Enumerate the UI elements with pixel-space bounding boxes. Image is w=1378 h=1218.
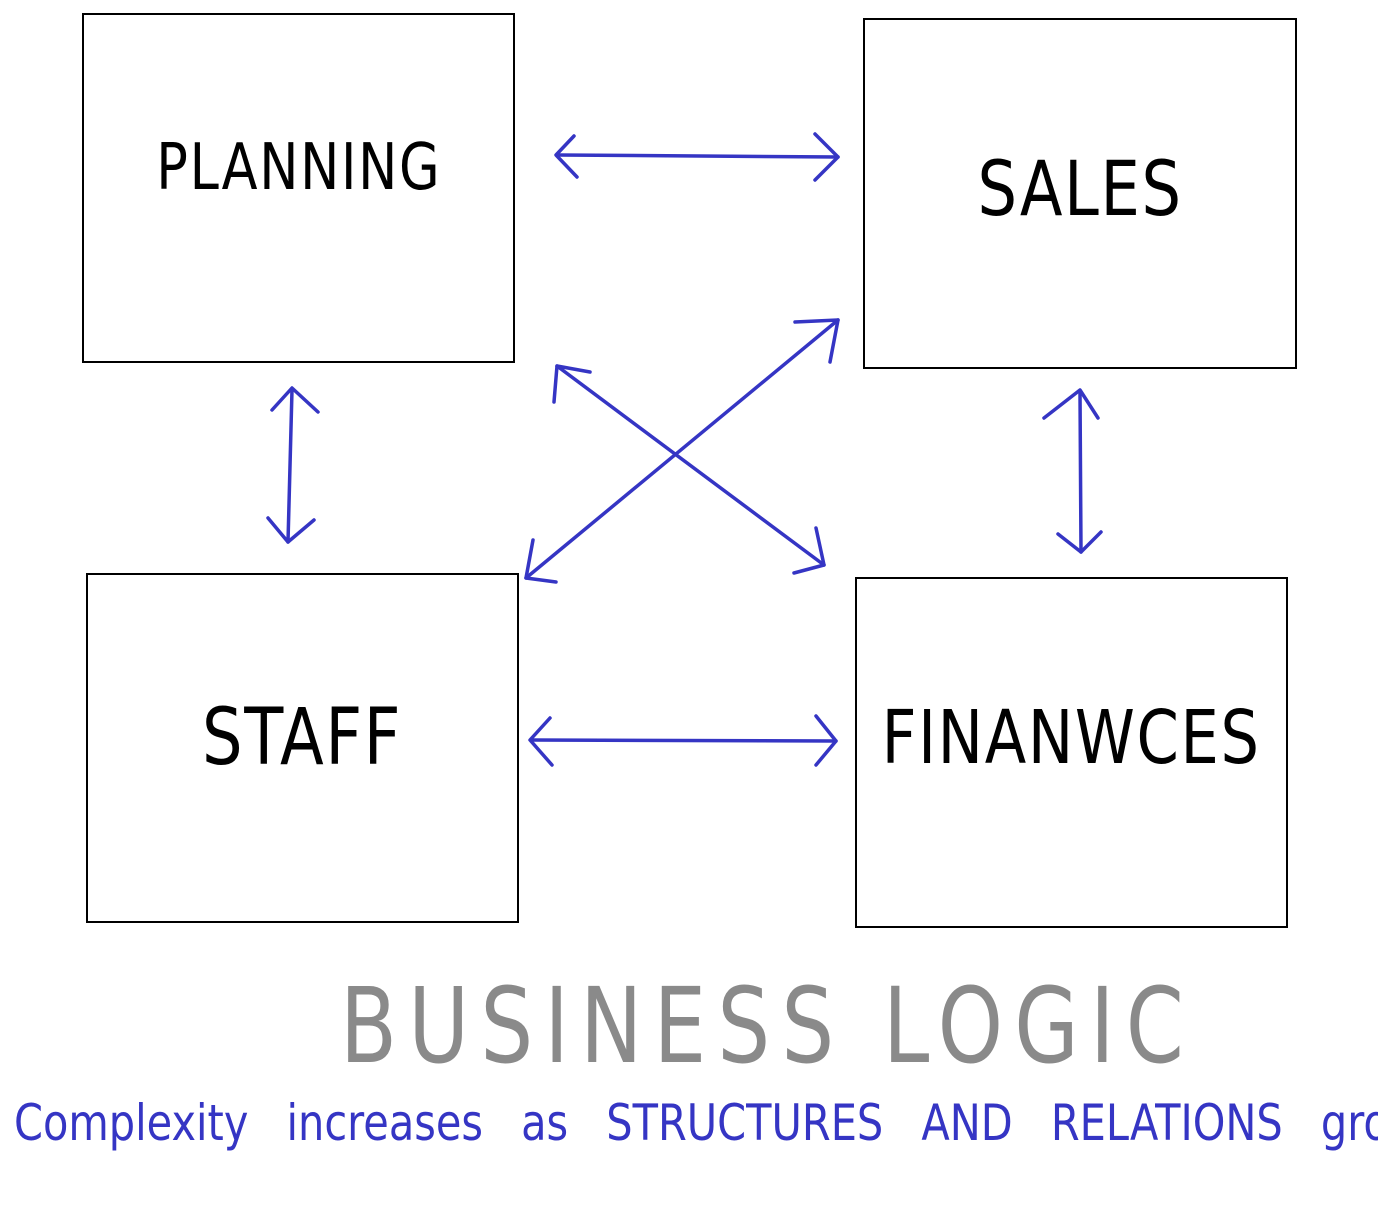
- box-sales: SALES: [863, 18, 1297, 369]
- arrow-planning-finances: [552, 364, 826, 575]
- box-planning-label: PLANNING: [155, 131, 442, 205]
- box-staff-label: STAFF: [202, 693, 403, 783]
- box-finances: FINANWCES: [855, 577, 1288, 928]
- arrow-planning-sales: [554, 132, 840, 182]
- box-sales-label: SALES: [977, 144, 1183, 233]
- box-finances-label: FINANWCES: [881, 694, 1262, 781]
- arrow-planning-staff: [266, 386, 320, 544]
- diagram-title: BUSINESS LOGIC: [340, 965, 1195, 1087]
- box-staff: STAFF: [86, 573, 519, 923]
- box-planning: PLANNING: [82, 13, 515, 363]
- arrow-staff-sales: [524, 318, 840, 584]
- arrow-staff-finances: [528, 714, 838, 767]
- diagram-subtitle: Complexity increases as STRUCTURES AND R…: [14, 1094, 1378, 1152]
- arrow-sales-finances: [1042, 388, 1103, 554]
